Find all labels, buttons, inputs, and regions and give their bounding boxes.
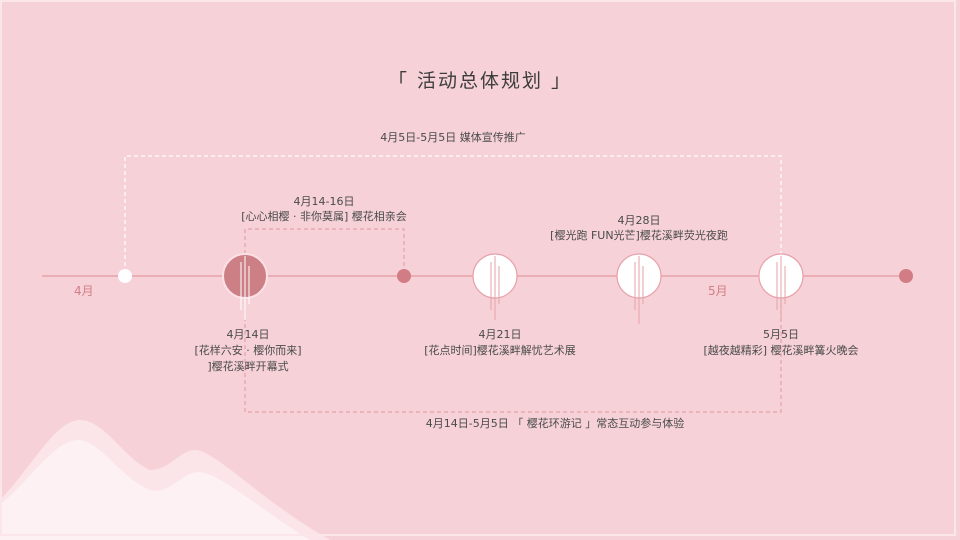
end-dot bbox=[899, 269, 913, 283]
month-label-april: 4月 bbox=[74, 284, 94, 298]
event-art-name: [花点时间]樱花溪畔解忧艺术展 bbox=[424, 344, 576, 357]
event-opening-line2: ]樱花溪畔开幕式 bbox=[207, 360, 289, 373]
event-run-date: 4月28日 bbox=[617, 214, 661, 227]
event-bracket bbox=[244, 228, 405, 268]
mountain-decoration-light bbox=[0, 440, 310, 540]
month-label-may: 5月 bbox=[708, 284, 728, 298]
start-dot bbox=[118, 269, 132, 283]
node-run bbox=[616, 253, 662, 324]
ongoing-bracket bbox=[244, 300, 782, 413]
media-bracket bbox=[124, 155, 782, 266]
node-art bbox=[472, 253, 518, 320]
event-love-date: 4月14-16日 bbox=[293, 195, 355, 208]
event-bonfire-date: 5月5日 bbox=[763, 328, 799, 341]
end-dot-love bbox=[397, 269, 411, 283]
page-title: 「 活动总体规划 」 bbox=[387, 70, 573, 92]
event-art-date: 4月21日 bbox=[478, 328, 522, 341]
node-bonfire bbox=[758, 253, 804, 320]
event-bonfire-name: [越夜越精彩] 樱花溪畔篝火晚会 bbox=[703, 344, 859, 357]
node-opening bbox=[222, 253, 268, 320]
event-opening-line1: [花样六安 · 樱你而来] bbox=[194, 344, 302, 357]
media-label: 4月5日-5月5日 媒体宣传推广 bbox=[380, 131, 526, 144]
event-love-name: [心心相樱 · 非你莫属] 樱花相亲会 bbox=[241, 210, 407, 223]
event-opening-date: 4月14日 bbox=[226, 328, 270, 341]
ongoing-label: 4月14日-5月5日 「 樱花环游记 」常态互动参与体验 bbox=[425, 417, 685, 430]
event-run-name: [樱光跑 FUN光芒]樱花溪畔荧光夜跑 bbox=[550, 229, 728, 242]
